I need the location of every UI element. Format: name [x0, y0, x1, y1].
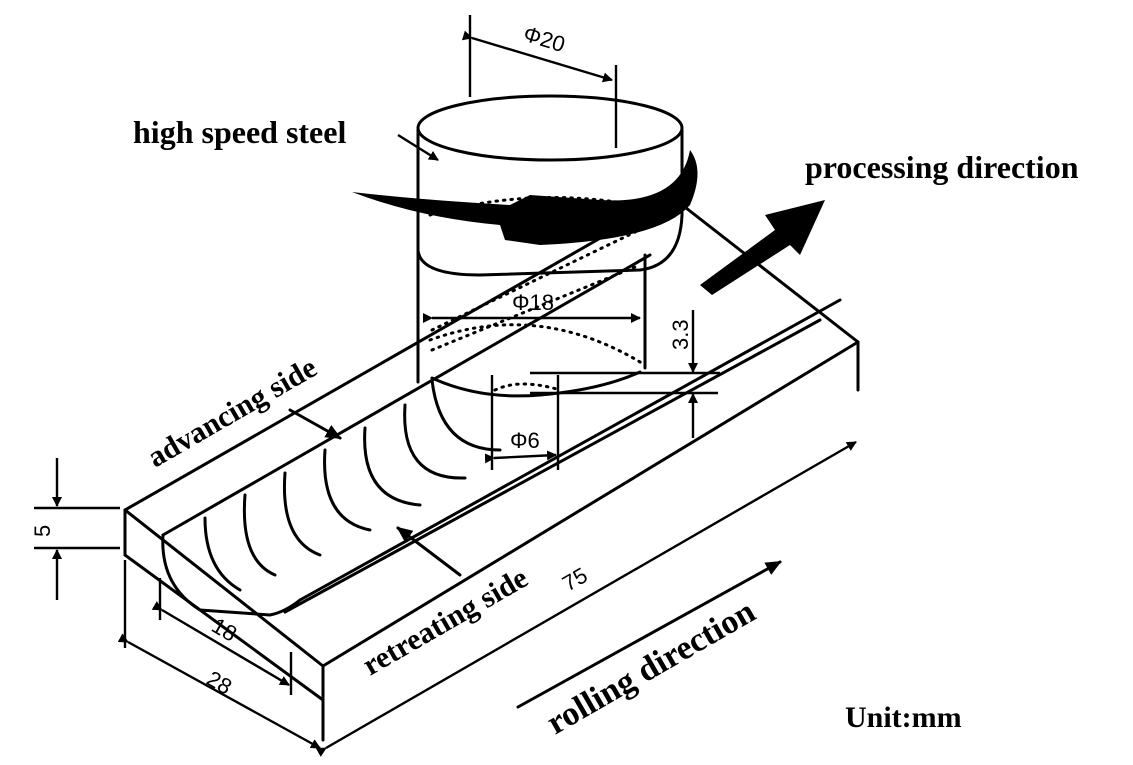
- shoulder-top-ellipse: [416, 94, 684, 162]
- shoulder-bottom-curve: [416, 213, 684, 277]
- label-processing-direction: processing direction: [805, 149, 1079, 185]
- plate-top-right-edge: [321, 340, 860, 668]
- pin-hidden-top: [428, 323, 647, 367]
- groove-left-edge: [161, 253, 652, 537]
- dim-probe-diameter: Φ6: [510, 428, 540, 453]
- plate-top-left-edge: [123, 195, 674, 512]
- plate-top-back-edge: [670, 195, 860, 344]
- processing-direction-arrow-icon: [700, 200, 825, 295]
- dim-plate-thickness: 5: [30, 525, 55, 537]
- groove-inner-line: [298, 298, 842, 602]
- dim-pin-length: 3.3: [668, 319, 693, 350]
- rotation-arrow-icon: [352, 150, 698, 245]
- tool: [352, 94, 698, 398]
- groove-front-curve: [161, 533, 302, 617]
- helix-line-2: [430, 263, 642, 352]
- dim-plate-length: 75: [558, 562, 592, 596]
- label-unit: Unit:mm: [845, 701, 962, 734]
- dim-pin-diameter: Φ18: [512, 290, 554, 315]
- helix-line-1: [430, 218, 662, 332]
- dim-plate-width: 28: [203, 666, 237, 700]
- probe-hidden-ellipse: [493, 382, 562, 392]
- dimension-lines: [34, 15, 857, 757]
- label-high-speed-steel: high speed steel: [133, 114, 346, 150]
- groove-right-edge: [283, 318, 822, 614]
- dim-shoulder-diameter: Φ20: [521, 21, 569, 57]
- label-retreating-side: retreating side: [357, 561, 533, 682]
- pin-bottom-curve: [430, 370, 642, 398]
- label-rolling-direction: rolling direction: [541, 593, 762, 742]
